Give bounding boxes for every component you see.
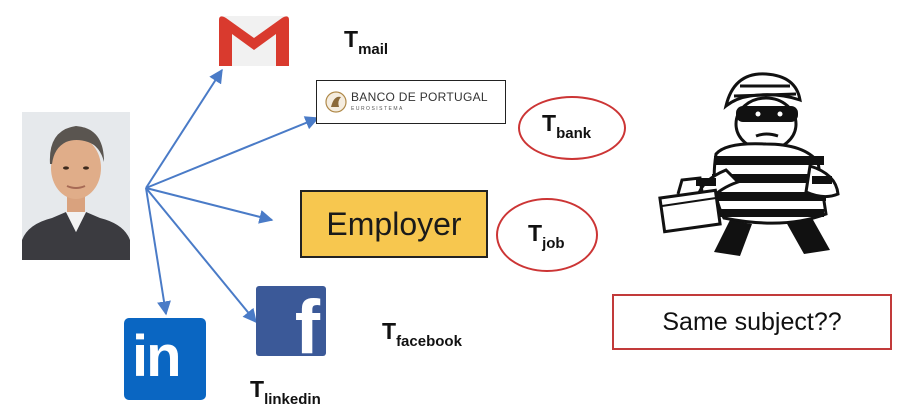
facebook-icon: f	[256, 286, 326, 356]
arrow-to-employer	[145, 187, 274, 224]
template-mail-label: Tmail	[344, 26, 389, 58]
template-bank-label: Tbank	[542, 110, 592, 142]
bank-subtitle: EUROSISTEMA	[351, 106, 404, 112]
linkedin-icon: in	[124, 318, 206, 400]
template-bank-oval	[518, 96, 626, 160]
arrow-to-facebook	[145, 187, 257, 324]
arrow-to-linkedin	[145, 187, 171, 316]
employer-box: Employer	[300, 190, 488, 258]
bank-logo: BANCO DE PORTUGAL EUROSISTEMA	[316, 80, 506, 124]
gmail-icon	[218, 14, 290, 68]
burglar-figure	[654, 70, 854, 260]
linkedin-glyph: in	[132, 324, 182, 389]
template-job-label: Tjob	[528, 220, 565, 252]
same-subject-question: Same subject??	[612, 294, 892, 350]
bank-logo-icon	[325, 89, 347, 115]
facebook-glyph: f	[294, 286, 320, 357]
template-facebook-label: Tfacebook	[382, 318, 462, 350]
person-photo	[22, 112, 130, 260]
bank-name: BANCO DE PORTUGAL	[351, 90, 488, 104]
arrow-to-bank	[145, 116, 320, 189]
arrow-to-gmail	[145, 68, 223, 189]
template-job-oval	[496, 198, 598, 272]
